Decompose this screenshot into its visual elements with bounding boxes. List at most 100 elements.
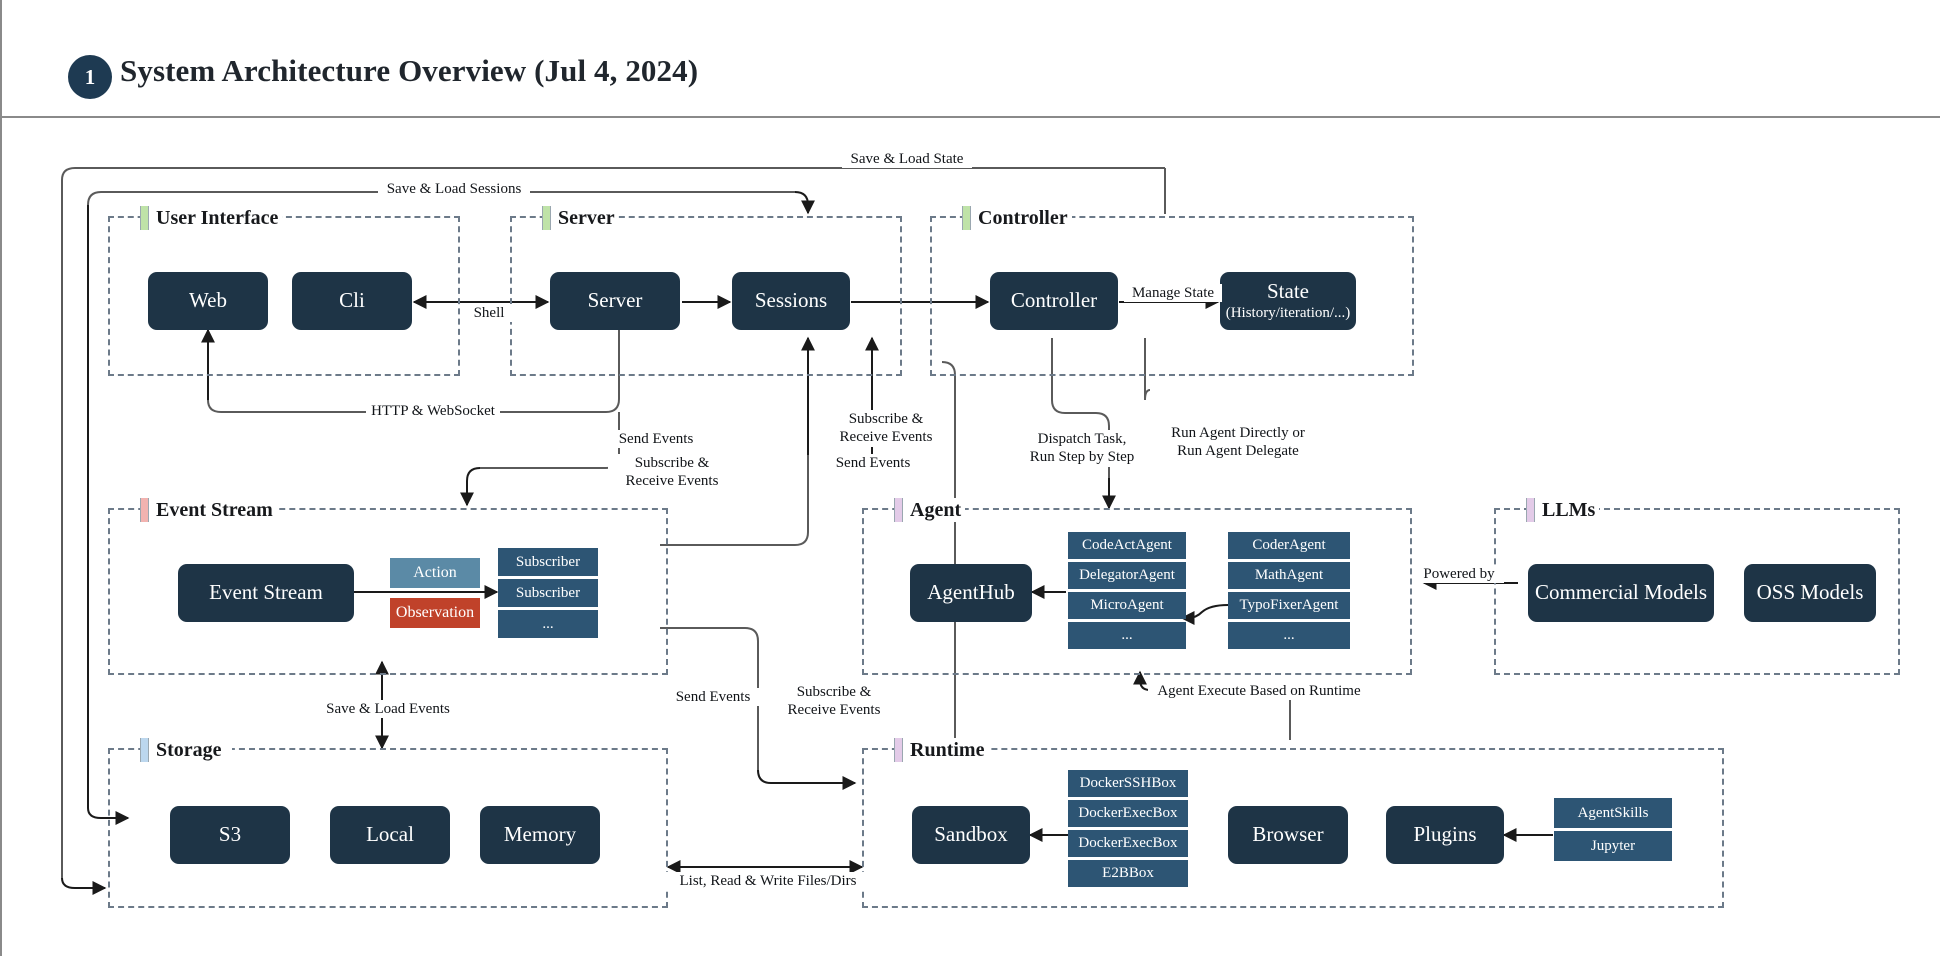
edge-label-powered-by: Powered by [1414, 565, 1504, 584]
group-runtime [862, 748, 1724, 908]
group-accent-bar-storage [140, 738, 149, 762]
group-controller [930, 216, 1414, 376]
stack-item-typofixeragent[interactable]: TypoFixerAgent [1228, 592, 1350, 619]
stack-sandbox-impls: DockerSSHBox DockerExecBox DockerExecBox… [1068, 770, 1188, 887]
edge-label-run-agent: Run Agent Directly or Run Agent Delegate [1142, 424, 1334, 461]
stack-item-dockersshbox[interactable]: DockerSSHBox [1068, 770, 1188, 797]
edge-label-list-read-write: List, Read & Write Files/Dirs [664, 872, 872, 891]
node-label-sandbox: Sandbox [934, 822, 1008, 847]
group-accent-bar-server [542, 206, 551, 230]
stack-item-microagent[interactable]: MicroAgent [1068, 592, 1186, 619]
group-label-storage: Storage [140, 738, 232, 762]
group-accent-bar-event-stream [140, 498, 149, 522]
stack-item-subscriber-1[interactable]: Subscriber [498, 548, 598, 576]
stack-item-e2bbox[interactable]: E2BBox [1068, 860, 1188, 887]
edge-label-send-events-left: Send Events [608, 430, 704, 449]
group-title-controller: Controller [978, 207, 1068, 229]
edge-label-save-load-state: Save & Load State [842, 150, 972, 169]
node-label-agent-hub: AgentHub [927, 580, 1015, 605]
edge-label-save-load-sessions: Save & Load Sessions [378, 180, 530, 199]
node-browser[interactable]: Browser [1228, 806, 1348, 864]
edge-label-subscribe-receive-bottom: Subscribe & Receive Events [768, 683, 900, 720]
group-title-user-interface: User Interface [156, 207, 279, 229]
stack-item-delegatoragent[interactable]: DelegatorAgent [1068, 562, 1186, 589]
stack-subscribers: Subscriber Subscriber ... [498, 548, 598, 638]
stack-item-subscriber-2[interactable]: Subscriber [498, 579, 598, 607]
page-title: System Architecture Overview (Jul 4, 202… [120, 53, 699, 88]
stack-item-subscriber-more[interactable]: ... [498, 610, 598, 638]
stack-item-agents-right-more[interactable]: ... [1228, 622, 1350, 649]
node-controller[interactable]: Controller [990, 272, 1118, 330]
group-storage [108, 748, 668, 908]
group-label-controller: Controller [962, 206, 1072, 230]
stack-item-jupyter[interactable]: Jupyter [1554, 831, 1672, 861]
group-accent-bar-llms [1526, 498, 1535, 522]
node-web[interactable]: Web [148, 272, 268, 330]
stack-item-dockerexecbox-2[interactable]: DockerExecBox [1068, 830, 1188, 857]
group-title-server: Server [558, 207, 615, 229]
stack-item-codeactagent[interactable]: CodeActAgent [1068, 532, 1186, 559]
node-label-web: Web [189, 288, 227, 313]
node-local[interactable]: Local [330, 806, 450, 864]
stack-item-mathagent[interactable]: MathAgent [1228, 562, 1350, 589]
node-sandbox[interactable]: Sandbox [912, 806, 1030, 864]
node-s3[interactable]: S3 [170, 806, 290, 864]
stack-item-dockerexecbox-1[interactable]: DockerExecBox [1068, 800, 1188, 827]
node-memory[interactable]: Memory [480, 806, 600, 864]
group-accent-bar-agent [894, 498, 903, 522]
node-event-stream[interactable]: Event Stream [178, 564, 354, 622]
edge-label-dispatch-task: Dispatch Task, Run Step by Step [1014, 430, 1150, 467]
group-label-llms: LLMs [1526, 498, 1600, 522]
group-label-event-stream: Event Stream [140, 498, 277, 522]
node-plugins[interactable]: Plugins [1386, 806, 1504, 864]
node-label-server: Server [587, 288, 643, 313]
node-server[interactable]: Server [550, 272, 680, 330]
node-label-local: Local [366, 822, 414, 847]
group-label-server: Server [542, 206, 618, 230]
node-state[interactable]: State (History/iteration/...) [1220, 272, 1356, 330]
stack-agents-left: CodeActAgent DelegatorAgent MicroAgent .… [1068, 532, 1186, 649]
group-user-interface [108, 216, 460, 376]
node-agent-hub[interactable]: AgentHub [910, 564, 1032, 622]
edge-label-save-load-events: Save & Load Events [310, 700, 466, 719]
node-label-plugins: Plugins [1413, 822, 1477, 847]
node-label-controller: Controller [1010, 288, 1098, 313]
group-title-llms: LLMs [1542, 499, 1596, 521]
node-commercial-models[interactable]: Commercial Models [1528, 564, 1714, 622]
group-agent [862, 508, 1412, 675]
node-label-commercial-models: Commercial Models [1534, 580, 1708, 605]
header-divider [0, 116, 1940, 118]
edge-label-http-websocket: HTTP & WebSocket [366, 402, 500, 421]
node-sessions[interactable]: Sessions [732, 272, 850, 330]
node-cli[interactable]: Cli [292, 272, 412, 330]
edge-label-manage-state: Manage State [1124, 284, 1222, 303]
node-oss-models[interactable]: OSS Models [1744, 564, 1876, 622]
node-label-sessions: Sessions [754, 288, 828, 313]
chip-observation[interactable]: Observation [390, 598, 480, 628]
node-label-s3: S3 [218, 822, 242, 847]
stack-item-agents-left-more[interactable]: ... [1068, 622, 1186, 649]
node-label-cli: Cli [339, 288, 365, 313]
stack-agents-right: CoderAgent MathAgent TypoFixerAgent ... [1228, 532, 1350, 649]
group-title-agent: Agent [910, 499, 962, 521]
slide-number-badge: 1 [68, 55, 112, 99]
edge-label-shell: Shell [462, 304, 516, 323]
chip-label-action: Action [413, 564, 457, 581]
edge-label-subscribe-receive-left: Subscribe & Receive Events [608, 454, 736, 491]
edge-label-agent-execute: Agent Execute Based on Runtime [1148, 682, 1370, 701]
stack-item-agentskills[interactable]: AgentSkills [1554, 798, 1672, 828]
chip-action[interactable]: Action [390, 558, 480, 588]
node-label-memory: Memory [503, 822, 577, 847]
node-label-oss-models: OSS Models [1756, 580, 1864, 605]
stack-item-coderagent[interactable]: CoderAgent [1228, 532, 1350, 559]
group-label-user-interface: User Interface [140, 206, 283, 230]
group-accent-bar-runtime [894, 738, 903, 762]
group-title-storage: Storage [156, 739, 222, 761]
group-title-event-stream: Event Stream [156, 499, 273, 521]
node-sublabel-state: (History/iteration/...) [1225, 304, 1351, 321]
left-margin-rule [0, 0, 2, 956]
node-label-state: State [1267, 278, 1309, 303]
